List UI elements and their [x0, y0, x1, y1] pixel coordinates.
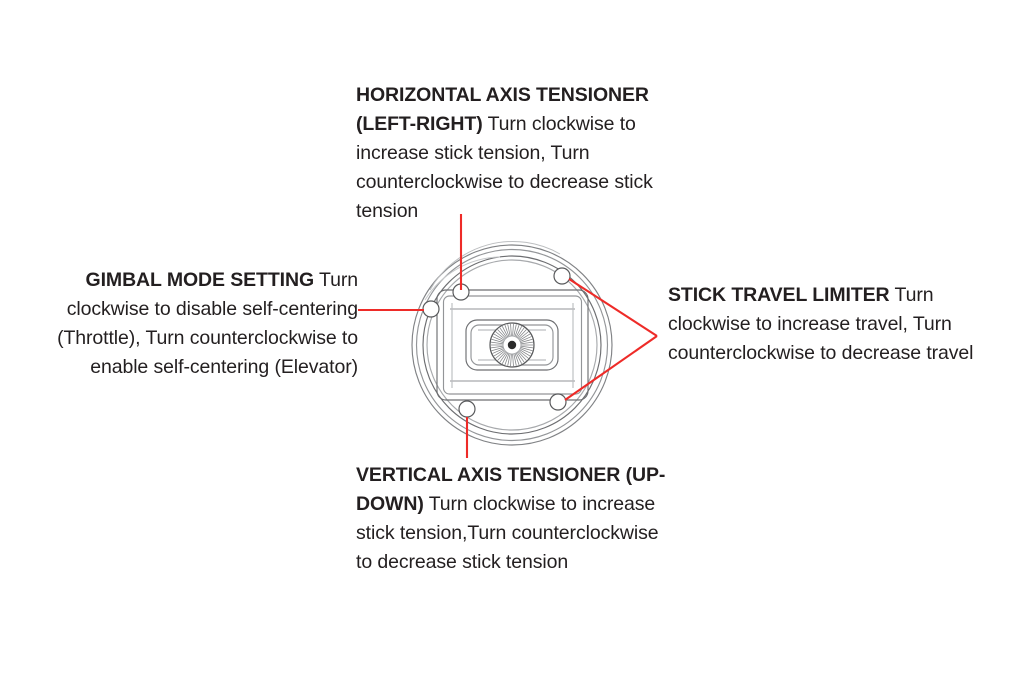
housing-seat-ring — [426, 259, 598, 431]
gimbal-plate — [436, 289, 589, 401]
callout-stick-travel-limiter: STICK TRAVEL LIMITER Turn clockwise to i… — [668, 281, 988, 368]
callout-body: Turn clockwise to disable self-centering… — [57, 269, 358, 378]
plate-outer — [436, 289, 589, 401]
callout-title: VERTICAL AXIS TENSIONER — [356, 464, 621, 486]
callout-body: Turn clockwise to increase travel, Turn … — [668, 284, 974, 364]
callout-gimbal-mode-setting: GIMBAL MODE SETTING Turn clockwise to di… — [28, 266, 358, 382]
wheel-hub — [507, 340, 517, 350]
plate-inner — [442, 295, 583, 395]
knurled-wheel-icon[interactable] — [489, 322, 535, 368]
leader-travel-limiter-bottom — [564, 335, 658, 401]
leader-travel-limiter-top — [568, 278, 658, 337]
housing-highlight-arc-2 — [424, 256, 501, 301]
housing-outer-ring — [411, 244, 613, 446]
callout-subtitle: (LEFT-RIGHT) — [356, 113, 483, 135]
housing-highlight-arc — [429, 240, 561, 291]
travel-limiter-screw-top[interactable] — [553, 267, 571, 285]
gimbal-mode-screw[interactable] — [422, 300, 440, 318]
callout-title: GIMBAL MODE SETTING — [85, 269, 315, 291]
housing-bevel-ring — [415, 248, 609, 442]
wheel-inner-ring — [502, 335, 522, 355]
callout-title: HORIZONTAL AXIS TENSIONER — [356, 84, 649, 106]
callout-body: Turn clockwise to increase stick tension… — [356, 113, 653, 222]
leader-lines — [358, 214, 658, 458]
gimbal-body — [411, 240, 613, 446]
callout-horizontal-axis-tensioner: HORIZONTAL AXIS TENSIONER (LEFT-RIGHT) T… — [356, 81, 676, 226]
callout-subtitle: (UP-DOWN) — [356, 464, 666, 515]
travel-limiter-screw-bottom[interactable] — [549, 393, 567, 411]
callout-vertical-axis-tensioner: VERTICAL AXIS TENSIONER (UP-DOWN) Turn c… — [356, 461, 676, 577]
callout-body: Turn clockwise to increase stick tension… — [356, 493, 659, 573]
vertical-tensioner-screw[interactable] — [458, 400, 476, 418]
housing-inner-ring — [422, 255, 602, 435]
adjustment-holes — [422, 267, 571, 418]
slot-outer — [465, 319, 559, 371]
callout-title: STICK TRAVEL LIMITER — [668, 284, 890, 306]
